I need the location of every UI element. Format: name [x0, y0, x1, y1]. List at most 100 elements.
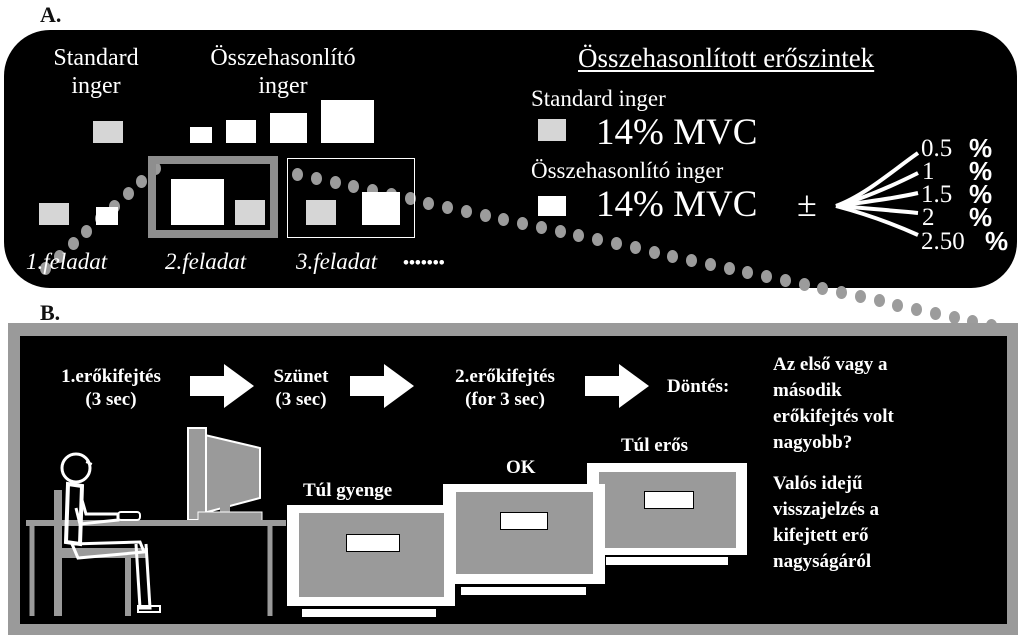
comparison-value: 14% MVC [596, 184, 758, 225]
monitor-strong-bar [644, 491, 694, 509]
connector-dot [53, 249, 65, 263]
connector-dot [404, 192, 416, 206]
arrow-right-icon [585, 364, 649, 408]
standard-legend-square [538, 119, 566, 141]
percent-sign-2: % [969, 156, 993, 186]
step-second-force: 2.erőkifejtés (for 3 sec) [425, 365, 585, 411]
step2-line1: Szünet [273, 366, 329, 387]
percent-sign-1: % [969, 133, 993, 163]
offset-1: 1 [922, 158, 935, 185]
standard-stimulus-heading: Standard inger [44, 44, 148, 100]
fan-line-5 [835, 204, 919, 237]
connector-dot [629, 241, 641, 255]
step1-line1: 1.erőkifejtés [61, 366, 161, 387]
fan-lines [835, 151, 920, 237]
connector-dot [610, 237, 622, 251]
comparison-square-4 [321, 100, 374, 143]
comparison-stimulus-label: Összehasonlító inger [531, 158, 724, 183]
percent-sign-4: % [969, 202, 993, 232]
panel-b-label: B. [40, 300, 61, 325]
connector-dot [367, 184, 379, 198]
connector-dot [442, 200, 454, 214]
comparison-heading-line2: inger [258, 73, 308, 99]
task1-comparison-square [96, 207, 118, 225]
connector-dot [498, 212, 510, 226]
feedback-line-1: Valós idejű [773, 473, 863, 494]
feedback-line-4: nagyságáról [773, 551, 872, 572]
task3-standard-square [306, 200, 336, 225]
comparison-square-3 [270, 113, 307, 143]
seated-participant-illustration [26, 427, 286, 616]
offset-2.50: 2.50 [921, 228, 965, 255]
step3-line1: 2.erőkifejtés [455, 366, 555, 387]
arrow-right-icon [190, 364, 254, 408]
percent-sign-5: % [985, 226, 1009, 256]
connector-dot [648, 245, 660, 259]
connector-dot [761, 269, 773, 283]
connector-dot [292, 168, 303, 181]
feedback-line-2: visszajelzés a [773, 499, 880, 520]
step1-line2: (3 sec) [85, 389, 137, 410]
connector-dot [108, 199, 120, 213]
offset-0.5: 0.5 [921, 135, 953, 162]
connector-dot [873, 294, 885, 308]
arrow-right-icon [350, 364, 414, 408]
monitor-strong-stand [606, 557, 728, 565]
connector-dot [573, 229, 585, 243]
monitor-ok-bar [500, 512, 548, 530]
question-line-1: Az első vagy a [773, 354, 888, 375]
standard-value: 14% MVC [596, 112, 758, 153]
task1-label: 1.feladat [26, 249, 108, 274]
connector-dot [517, 216, 529, 230]
connector-dot [136, 174, 148, 188]
connector-dot [911, 302, 923, 316]
connector-dot [592, 233, 604, 247]
connector-dot [423, 196, 435, 210]
connector-dot [948, 310, 960, 324]
connector-dot [122, 187, 134, 200]
question-line-3: erőkifejtés volt [773, 406, 894, 427]
step3-line2: (for 3 sec) [465, 389, 545, 410]
comparison-square-2 [226, 120, 256, 143]
task2-comparison-square [171, 179, 224, 225]
more-tasks-ellipsis: ••••••• [403, 253, 445, 272]
step-first-force: 1.erőkifejtés (3 sec) [36, 365, 186, 411]
monitor-weak-screen [299, 513, 444, 597]
connector-dot [667, 249, 679, 263]
monitor-weak-bar [346, 534, 400, 552]
comparison-legend-square [538, 196, 566, 216]
connector-dot [686, 253, 698, 267]
task2-standard-square [235, 200, 265, 225]
feedback-line-3: kifejtett erő [773, 525, 869, 546]
standard-stimulus-label: Standard inger [531, 86, 666, 111]
connector-dot [742, 265, 754, 279]
connector-dot [836, 286, 848, 300]
panel-a-label: A. [40, 2, 62, 27]
connector-dot [892, 298, 904, 312]
task2-highlight-frame [148, 156, 278, 238]
task3-label: 3.feladat [296, 249, 378, 274]
connector-dot [329, 176, 341, 190]
plus-minus-sign: ± [797, 184, 817, 224]
connector-dot [348, 180, 360, 194]
connector-dot [929, 306, 941, 320]
question-line-2: második [773, 380, 842, 401]
task1-standard-square [39, 203, 69, 225]
connector-dot [779, 274, 791, 288]
task2-label: 2.feladat [165, 249, 247, 274]
connector-dot [460, 204, 472, 218]
comparison-square-1 [190, 127, 212, 143]
connector-dot [854, 290, 866, 304]
monitor-strong-label: Túl erős [621, 435, 689, 456]
connector-dot [967, 314, 979, 328]
connector-dot [310, 172, 322, 186]
connector-dot [40, 262, 51, 275]
connector-dot [535, 221, 547, 235]
connector-dot [704, 257, 716, 271]
monitor-weak-stand [302, 609, 436, 617]
monitor-ok-label: OK [506, 457, 536, 478]
comparison-heading-line1: Összehasonlító [210, 45, 356, 71]
standard-square [93, 121, 123, 143]
monitor-ok-stand [461, 587, 586, 595]
comparison-stimulus-heading: Összehasonlító inger [188, 44, 378, 100]
